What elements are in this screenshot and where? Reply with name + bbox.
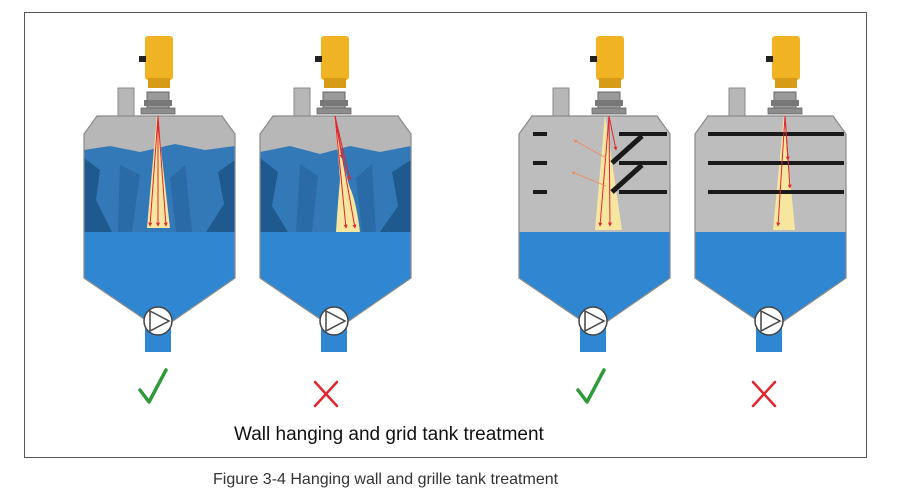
- check-icon: [576, 368, 606, 404]
- radar-sensor: [590, 36, 627, 115]
- radar-rays: [334, 115, 357, 229]
- cross-icon: [751, 380, 777, 408]
- diagram-caption: Wall hanging and grid tank treatment: [234, 424, 544, 445]
- tank-2: [259, 36, 412, 352]
- tank-nozzle: [552, 87, 570, 119]
- tank-nozzle: [293, 87, 311, 119]
- tank-1: [83, 36, 236, 352]
- tank-nozzle: [117, 87, 135, 119]
- radar-sensor: [766, 36, 803, 115]
- deflected-rays: [571, 139, 607, 187]
- pump-icon: [754, 306, 784, 336]
- radar-rays: [598, 115, 618, 227]
- tank-4: [694, 36, 847, 352]
- radar-rays: [776, 115, 792, 227]
- grid-bars: [533, 132, 667, 194]
- pump-icon: [143, 306, 173, 336]
- radar-sensor: [139, 36, 176, 115]
- tank-3: [518, 36, 671, 352]
- cross-icon: [313, 380, 339, 408]
- pump-icon: [578, 306, 608, 336]
- grid-bars: [708, 132, 844, 194]
- angled-deflectors: [610, 134, 644, 194]
- radar-sensor: [315, 36, 352, 115]
- radar-rays: [148, 115, 168, 227]
- check-icon: [138, 368, 168, 404]
- tank-nozzle: [728, 87, 746, 119]
- figure-caption: Figure 3-4 Hanging wall and grille tank …: [213, 471, 559, 488]
- pump-icon: [319, 306, 349, 336]
